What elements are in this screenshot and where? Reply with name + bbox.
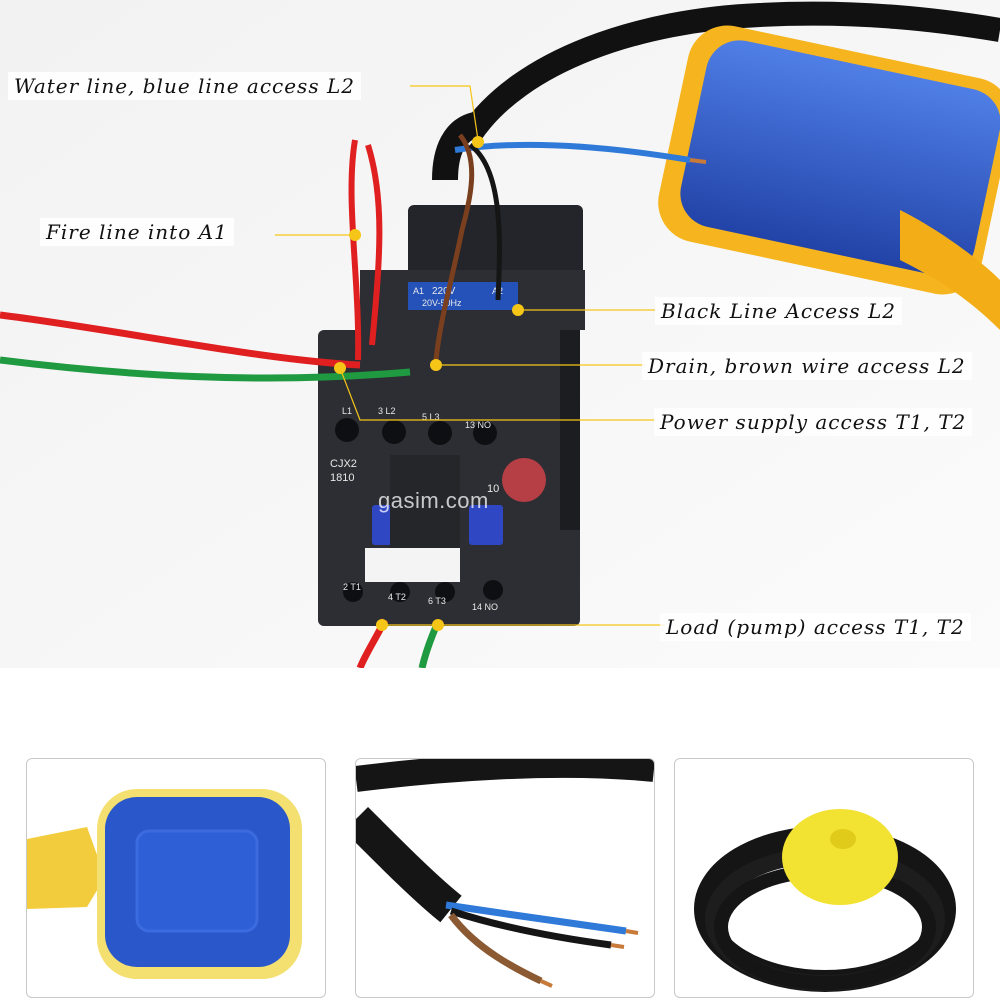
callout-drain-line: Drain, brown wire access L2	[642, 352, 972, 380]
thumbnail-float-switch[interactable]	[26, 758, 326, 998]
watermark: gasim.com	[378, 488, 489, 513]
aux-label: 10	[487, 483, 499, 495]
terminal-label-t2: 4 T2	[388, 592, 406, 602]
model-text: CJX2	[330, 458, 357, 470]
wires	[0, 133, 502, 668]
cable-ends-image	[356, 759, 654, 988]
thumbnail-coiled-cable[interactable]	[674, 758, 974, 998]
callout-power-supply: Power supply access T1, T2	[654, 408, 973, 436]
main-photo: A1 220V A2 20V-50Hz CJX2 1810 L1 3 L2 5 …	[0, 0, 1000, 668]
contactor	[318, 205, 585, 626]
float-switch	[658, 25, 1000, 330]
callout-black-line: Black Line Access L2	[655, 297, 903, 325]
terminal-label-l2: 3 L2	[378, 406, 396, 416]
float-switch-image	[27, 789, 302, 979]
callout-load-pump: Load (pump) access T1, T2	[660, 613, 971, 641]
coiled-cable-image	[694, 809, 956, 992]
terminal-label-l3: 5 L3	[422, 412, 440, 422]
model-number-text: 1810	[330, 472, 354, 484]
coil-rating-a1: A1	[413, 286, 424, 296]
thumbnail-cable-ends[interactable]	[355, 758, 655, 998]
terminal-label-t1: 2 T1	[343, 582, 361, 592]
terminal-label-14no: 14 NO	[472, 602, 498, 612]
coil-frequency: 20V-50Hz	[422, 298, 462, 308]
terminal-label-l1: L1	[342, 406, 352, 416]
callout-leaders	[275, 85, 665, 626]
coil-rating: 220V	[432, 286, 456, 297]
callout-markers	[334, 136, 524, 631]
callout-fire-line: Fire line into A1	[40, 218, 234, 246]
callout-water-line: Water line, blue line access L2	[8, 72, 361, 100]
terminal-label-t3: 6 T3	[428, 596, 446, 606]
terminal-label-13no: 13 NO	[465, 420, 491, 430]
